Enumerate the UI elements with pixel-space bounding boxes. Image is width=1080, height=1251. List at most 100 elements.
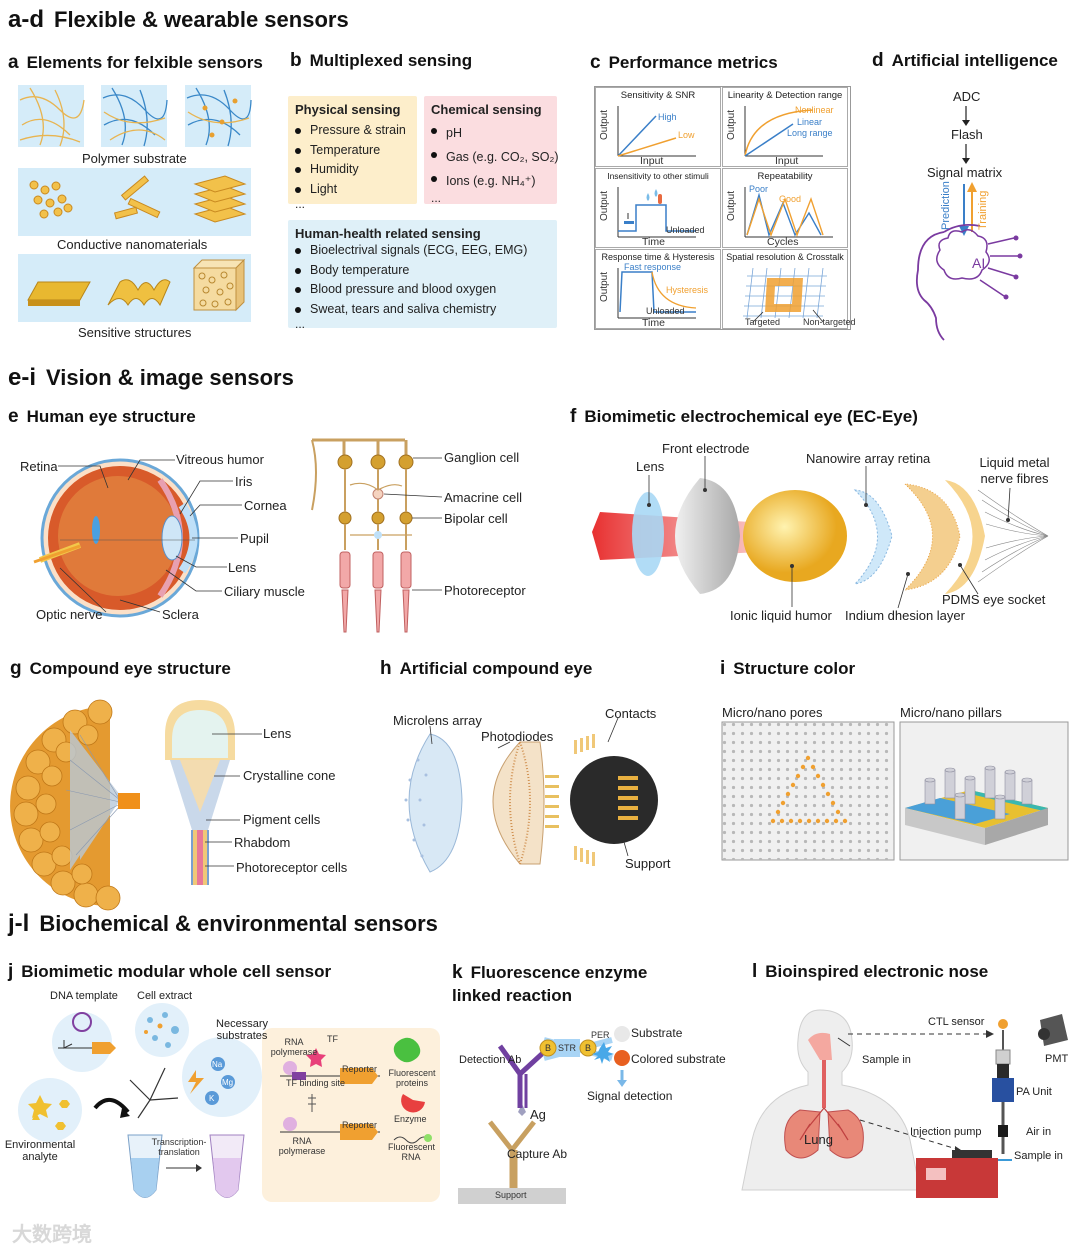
crystalline-cone-label: Crystalline cone	[243, 768, 336, 783]
indium-layer-label: Indium dhesion layer	[845, 608, 965, 623]
colored-substrate-label: Colored substrate	[631, 1052, 726, 1066]
contacts-label: Contacts	[605, 706, 657, 721]
metric-plot	[617, 187, 696, 238]
note-high: High	[658, 112, 677, 122]
triangle-pores	[770, 755, 848, 824]
metric-title: Sensitivity & SNR	[620, 90, 696, 101]
note-low: Low	[678, 130, 695, 140]
metric-cell-insensitivity: Insensitivity to other stimuli Unloaded …	[595, 168, 721, 248]
pillar-block	[905, 765, 1048, 845]
ion-k: K	[209, 1094, 215, 1103]
note-unloaded: Unloaded	[666, 225, 705, 235]
cornea-label: Cornea	[244, 498, 287, 513]
substrates-label: Necessary substrates	[216, 1018, 268, 1042]
k-support	[458, 1188, 566, 1204]
metric-plot	[744, 187, 833, 238]
metric-title: Response time & Hysteresis	[601, 252, 715, 262]
wavy-structure	[107, 279, 171, 307]
lung-label: Lung	[804, 1132, 833, 1147]
ag-label: Ag	[530, 1107, 546, 1122]
reporter-box	[262, 1028, 440, 1202]
metric-cell-response: Response time & Hysteresis Fast response…	[595, 249, 721, 329]
metric-plot	[744, 106, 823, 157]
xlabel: Cycles	[767, 236, 799, 248]
polymer-tile-1	[18, 85, 85, 147]
polymer-tile-3	[185, 85, 252, 147]
substrate-label: Substrate	[631, 1026, 683, 1040]
capture-ab	[488, 1120, 536, 1188]
substrates-circle	[182, 1037, 262, 1117]
performance-metrics-grid: Sensitivity & SNR High Low Input Output …	[594, 86, 856, 330]
metric-plot	[617, 268, 697, 319]
ionic-humor	[743, 490, 847, 582]
bipolar-cell-label: Bipolar cell	[444, 511, 508, 526]
photoreceptor-label: Photoreceptor	[444, 583, 526, 598]
sensitive-structures-label: Sensitive structures	[78, 325, 192, 340]
ionic-humor-label: Ionic liquid humor	[730, 608, 832, 623]
physical-more: ...	[295, 197, 306, 211]
cell-extract-label: Cell extract	[137, 990, 193, 1002]
pillars-label: Micro/nano pillars	[900, 705, 1002, 720]
note-unloaded: Unloaded	[646, 306, 685, 316]
metric-title: Repeatability	[757, 171, 813, 182]
support-label: Support	[625, 856, 671, 871]
ef-lens	[632, 492, 664, 576]
nerve-fibres-label: Liquid metal nerve fibres	[979, 455, 1050, 486]
fluorescent-proteins-label: Fluorescent proteins	[388, 1068, 436, 1088]
pmt-label: PMT	[1045, 1053, 1069, 1065]
nanowire-retina-label: Nanowire array retina	[806, 451, 931, 466]
physical-sensing-box: Physical sensing Pressure & strain Tempe…	[288, 96, 417, 210]
chemical-more: ...	[431, 191, 442, 205]
conductive-nanomaterials-label: Conductive nanomaterials	[57, 237, 208, 252]
retina-label: Retina	[20, 459, 58, 474]
health-item: Body temperature	[295, 261, 557, 281]
sclera-label: Sclera	[162, 607, 199, 622]
tf-label: TF	[327, 1034, 338, 1044]
nanosheets	[193, 175, 247, 223]
nanorods	[113, 175, 161, 220]
str-label: STR	[558, 1043, 576, 1053]
adc-label: ADC	[953, 89, 981, 104]
physical-sensing-header: Physical sensing	[295, 102, 401, 117]
xlabel: Time	[642, 236, 665, 248]
note-targeted: Targeted	[745, 317, 781, 327]
pa-unit-label: PA Unit	[1016, 1086, 1052, 1098]
metric-cell-repeatability: Repeatability Poor Good Cycles Output	[722, 168, 848, 248]
g-lens-label: Lens	[263, 726, 292, 741]
nerve-fibres	[977, 489, 1049, 583]
nanoparticles	[29, 180, 73, 219]
detection-ab	[497, 1044, 546, 1108]
rna-polymerase-label-1: RNA polymerase	[270, 1037, 318, 1057]
physical-item: Light	[295, 180, 417, 200]
indium-layer	[903, 483, 961, 591]
chemical-sensing-box: Chemical sensing pH Gas (e.g. CO₂, SO₂) …	[424, 96, 559, 205]
physical-item: Temperature	[295, 141, 417, 161]
health-item: Blood pressure and blood oxygen	[295, 280, 557, 300]
injection-pump-label: Injection pump	[910, 1126, 982, 1138]
metric-title: Spatial resolution & Crosstalk	[726, 252, 844, 262]
metric-cell-spatial: Spatial resolution & Crosstalk Targeted …	[722, 249, 856, 329]
analyte-label: Environmental analyte	[4, 1139, 76, 1163]
xlabel: Input	[640, 155, 664, 167]
compound-eye-dome	[10, 699, 140, 911]
pdms-socket-label: PDMS eye socket	[942, 592, 1046, 607]
retina-cells	[311, 438, 414, 633]
tf-binding-site-label: TF binding site	[286, 1078, 346, 1088]
note-good: Good	[779, 194, 802, 204]
